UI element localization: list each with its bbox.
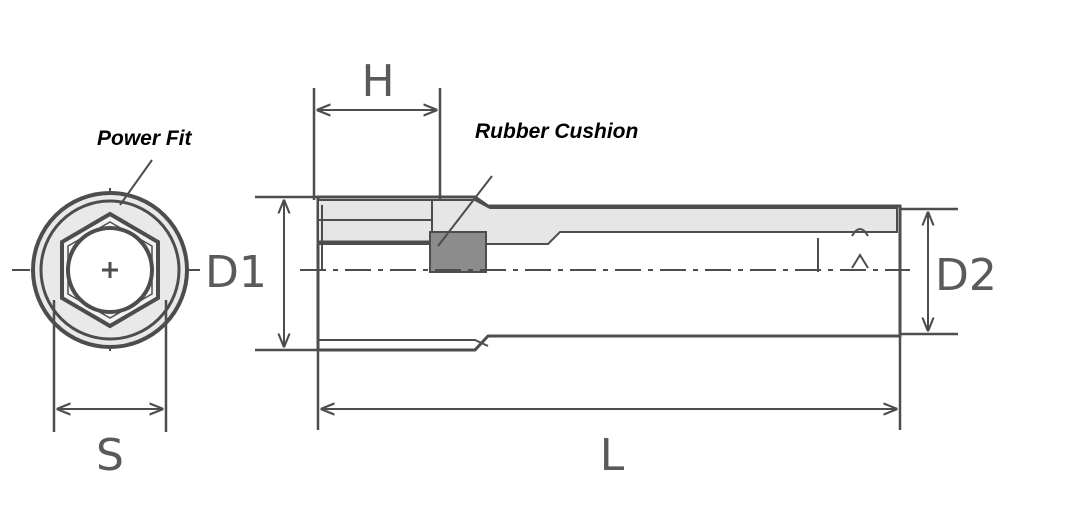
detent-mark — [851, 253, 869, 269]
rubber-cushion-label: Rubber Cushion — [475, 120, 638, 143]
dimension-s — [52, 300, 168, 432]
lower-step-line — [318, 339, 489, 347]
power-fit-leader-line — [119, 159, 153, 206]
dimension-d1 — [255, 195, 318, 352]
end-view — [12, 159, 205, 355]
dimension-d2 — [900, 207, 958, 336]
socket-inner-rim — [39, 199, 181, 341]
d1-label: D1 — [205, 247, 267, 298]
d2-label: D2 — [935, 250, 997, 301]
rubber-cushion — [429, 231, 487, 273]
s-label: S — [96, 430, 124, 481]
l-label: L — [600, 430, 625, 481]
rubber-cushion-leader-line — [437, 175, 493, 247]
retaining-groove — [851, 228, 869, 237]
dimension-h — [312, 88, 442, 200]
power-fit-label: Power Fit — [97, 127, 193, 150]
hex-inner-outline — [67, 221, 153, 319]
dimension-l — [316, 336, 902, 430]
side-view — [300, 175, 910, 352]
h-label: H — [361, 56, 394, 107]
